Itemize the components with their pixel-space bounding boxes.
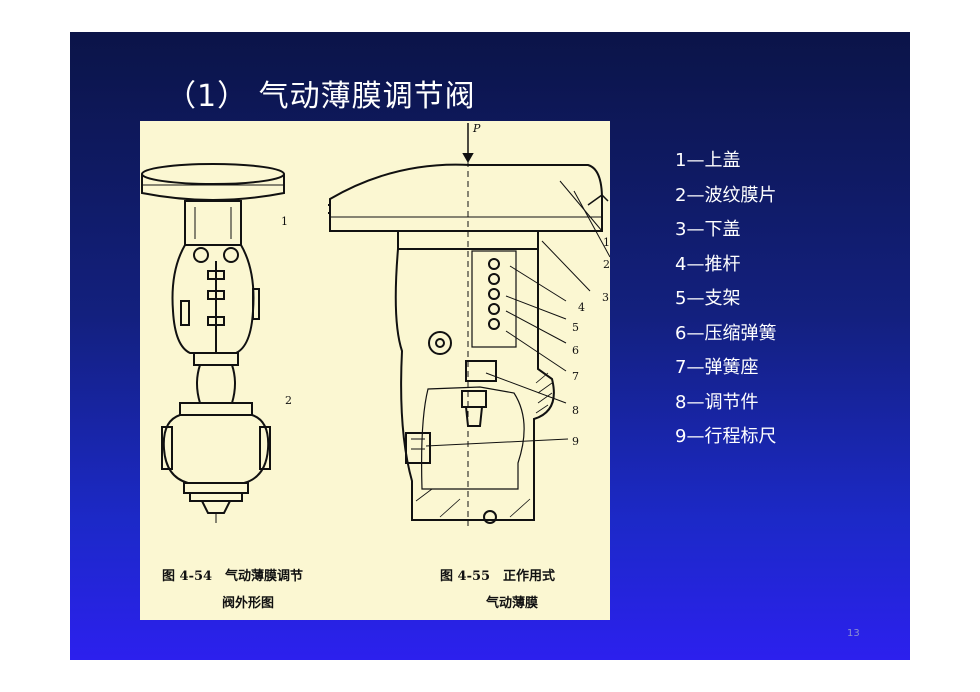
callout-9: 9 xyxy=(572,435,579,448)
legend-item: 9—行程标尺 xyxy=(675,426,777,447)
callout-7: 7 xyxy=(572,370,579,383)
callout-2-left: 2 xyxy=(285,394,292,407)
callout-8: 8 xyxy=(572,404,579,417)
legend-item: 2—波纹膜片 xyxy=(675,184,777,206)
slide-title: （1） 气动薄膜调节阀 xyxy=(166,79,476,114)
slide-background: （1） 气动薄膜调节阀 xyxy=(70,32,910,660)
caption-left-line1: 图 4-54 气动薄膜调节 xyxy=(162,569,304,584)
valve-drawing: 1 2 1 2 3 4 5 6 7 8 9 P xyxy=(141,122,610,526)
callout-5: 5 xyxy=(572,321,579,334)
caption-left-line2: 阀外形图 xyxy=(222,596,275,611)
callout-3: 3 xyxy=(602,291,609,304)
legend-item: 3—下盖 xyxy=(675,219,741,240)
legend-item: 5—支架 xyxy=(675,288,741,309)
input-label: P xyxy=(472,122,481,135)
parts-legend: 1—上盖 2—波纹膜片 3—下盖 4—推杆 5—支架 6—压缩弹簧 7—弹簧座 … xyxy=(675,144,776,455)
valve-section-view xyxy=(328,123,610,526)
callout-6: 6 xyxy=(572,344,579,357)
valve-external-view xyxy=(141,163,285,523)
caption-right-line2: 气动薄膜 xyxy=(486,596,539,611)
callout-4: 4 xyxy=(578,301,585,314)
legend-item: 7—弹簧座 xyxy=(675,357,759,378)
callout-2-right: 2 xyxy=(603,258,610,271)
valve-figure: 1 2 1 2 3 4 5 6 7 8 9 P 图 4-54 气动薄膜调节 阀外… xyxy=(140,121,610,620)
legend-item: 1—上盖 xyxy=(675,150,741,171)
caption-right-line1: 图 4-55 正作用式 xyxy=(440,569,556,584)
legend-item: 6—压缩弹簧 xyxy=(675,322,777,344)
callout-1-left: 1 xyxy=(281,215,288,228)
legend-item: 4—推杆 xyxy=(675,253,741,275)
legend-item: 8—调节件 xyxy=(675,391,759,413)
page-number: 13 xyxy=(847,628,860,639)
callout-1-right: 1 xyxy=(603,236,610,249)
